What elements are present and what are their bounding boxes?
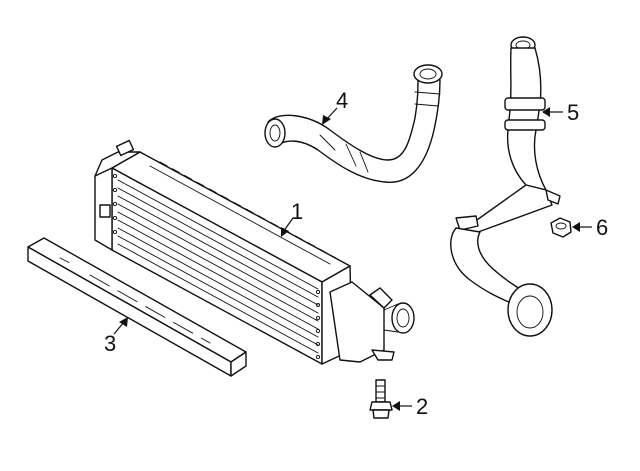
upper-hose bbox=[264, 64, 443, 183]
callout-3: 3 bbox=[104, 331, 116, 356]
leader-6 bbox=[572, 222, 592, 232]
callout-6: 6 bbox=[596, 215, 608, 240]
intercooler-fins bbox=[117, 161, 337, 354]
leader-1 bbox=[281, 217, 294, 237]
outlet-tube bbox=[450, 36, 561, 337]
leader-5 bbox=[542, 107, 563, 117]
callout-5: 5 bbox=[567, 100, 579, 125]
leader-3 bbox=[113, 317, 128, 335]
bolt bbox=[369, 379, 393, 419]
callout-4: 4 bbox=[336, 88, 348, 113]
nut bbox=[550, 217, 572, 238]
leader-2 bbox=[392, 401, 412, 411]
callout-2: 2 bbox=[416, 394, 428, 419]
intercooler bbox=[94, 139, 415, 365]
leader-4 bbox=[322, 107, 338, 125]
callout-1: 1 bbox=[291, 199, 303, 224]
seal-strip bbox=[27, 237, 247, 377]
